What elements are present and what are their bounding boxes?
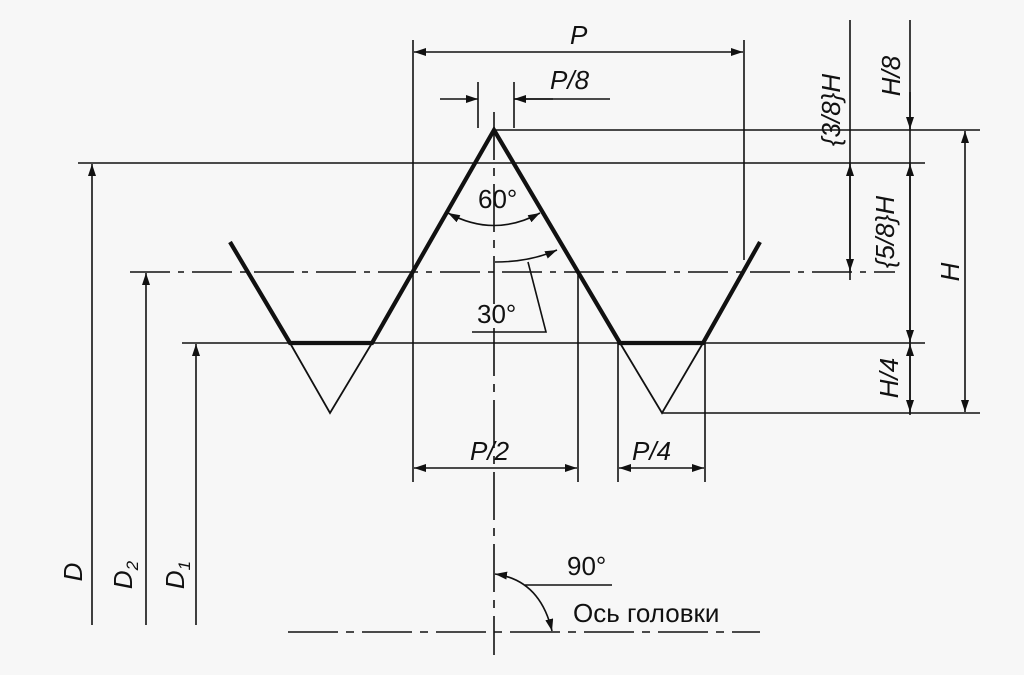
label-head-axis: Ось головки xyxy=(573,598,719,628)
label-30-degrees: 30° xyxy=(477,299,516,329)
label-p: P xyxy=(570,20,588,50)
leader-30-degrees xyxy=(472,261,548,333)
label-minor-diameter-subscript: 1 xyxy=(175,561,194,570)
label-pitch-diameter-subscript: 2 xyxy=(123,560,142,571)
label-p2: P/2 xyxy=(470,436,510,466)
label-90-degrees: 90° xyxy=(567,551,606,581)
label-major-diameter: D xyxy=(58,563,88,582)
label-pitch-diameter: D2 xyxy=(108,560,142,589)
label-h8: H/8 xyxy=(876,55,906,96)
arc-60-degrees xyxy=(447,212,541,227)
left-root-triangle xyxy=(289,342,373,415)
thread-profile xyxy=(228,125,762,415)
arc-30-degrees xyxy=(494,249,558,263)
arc-90-degrees xyxy=(494,571,554,632)
label-h4: H/4 xyxy=(874,358,904,398)
right-root-triangle xyxy=(619,342,704,415)
label-p4: P/4 xyxy=(632,436,671,466)
label-60-degrees: 60° xyxy=(478,184,517,214)
label-pitch-diameter-letter: D xyxy=(108,570,138,589)
label-five-eighths-h: {5/8}H xyxy=(870,196,900,269)
label-minor-diameter-letter: D xyxy=(160,570,190,589)
label-h: H xyxy=(935,262,965,281)
label-minor-diameter: D1 xyxy=(160,561,194,589)
label-three-eighths-h: {3/8}H xyxy=(816,74,846,147)
label-p8: P/8 xyxy=(550,65,590,95)
